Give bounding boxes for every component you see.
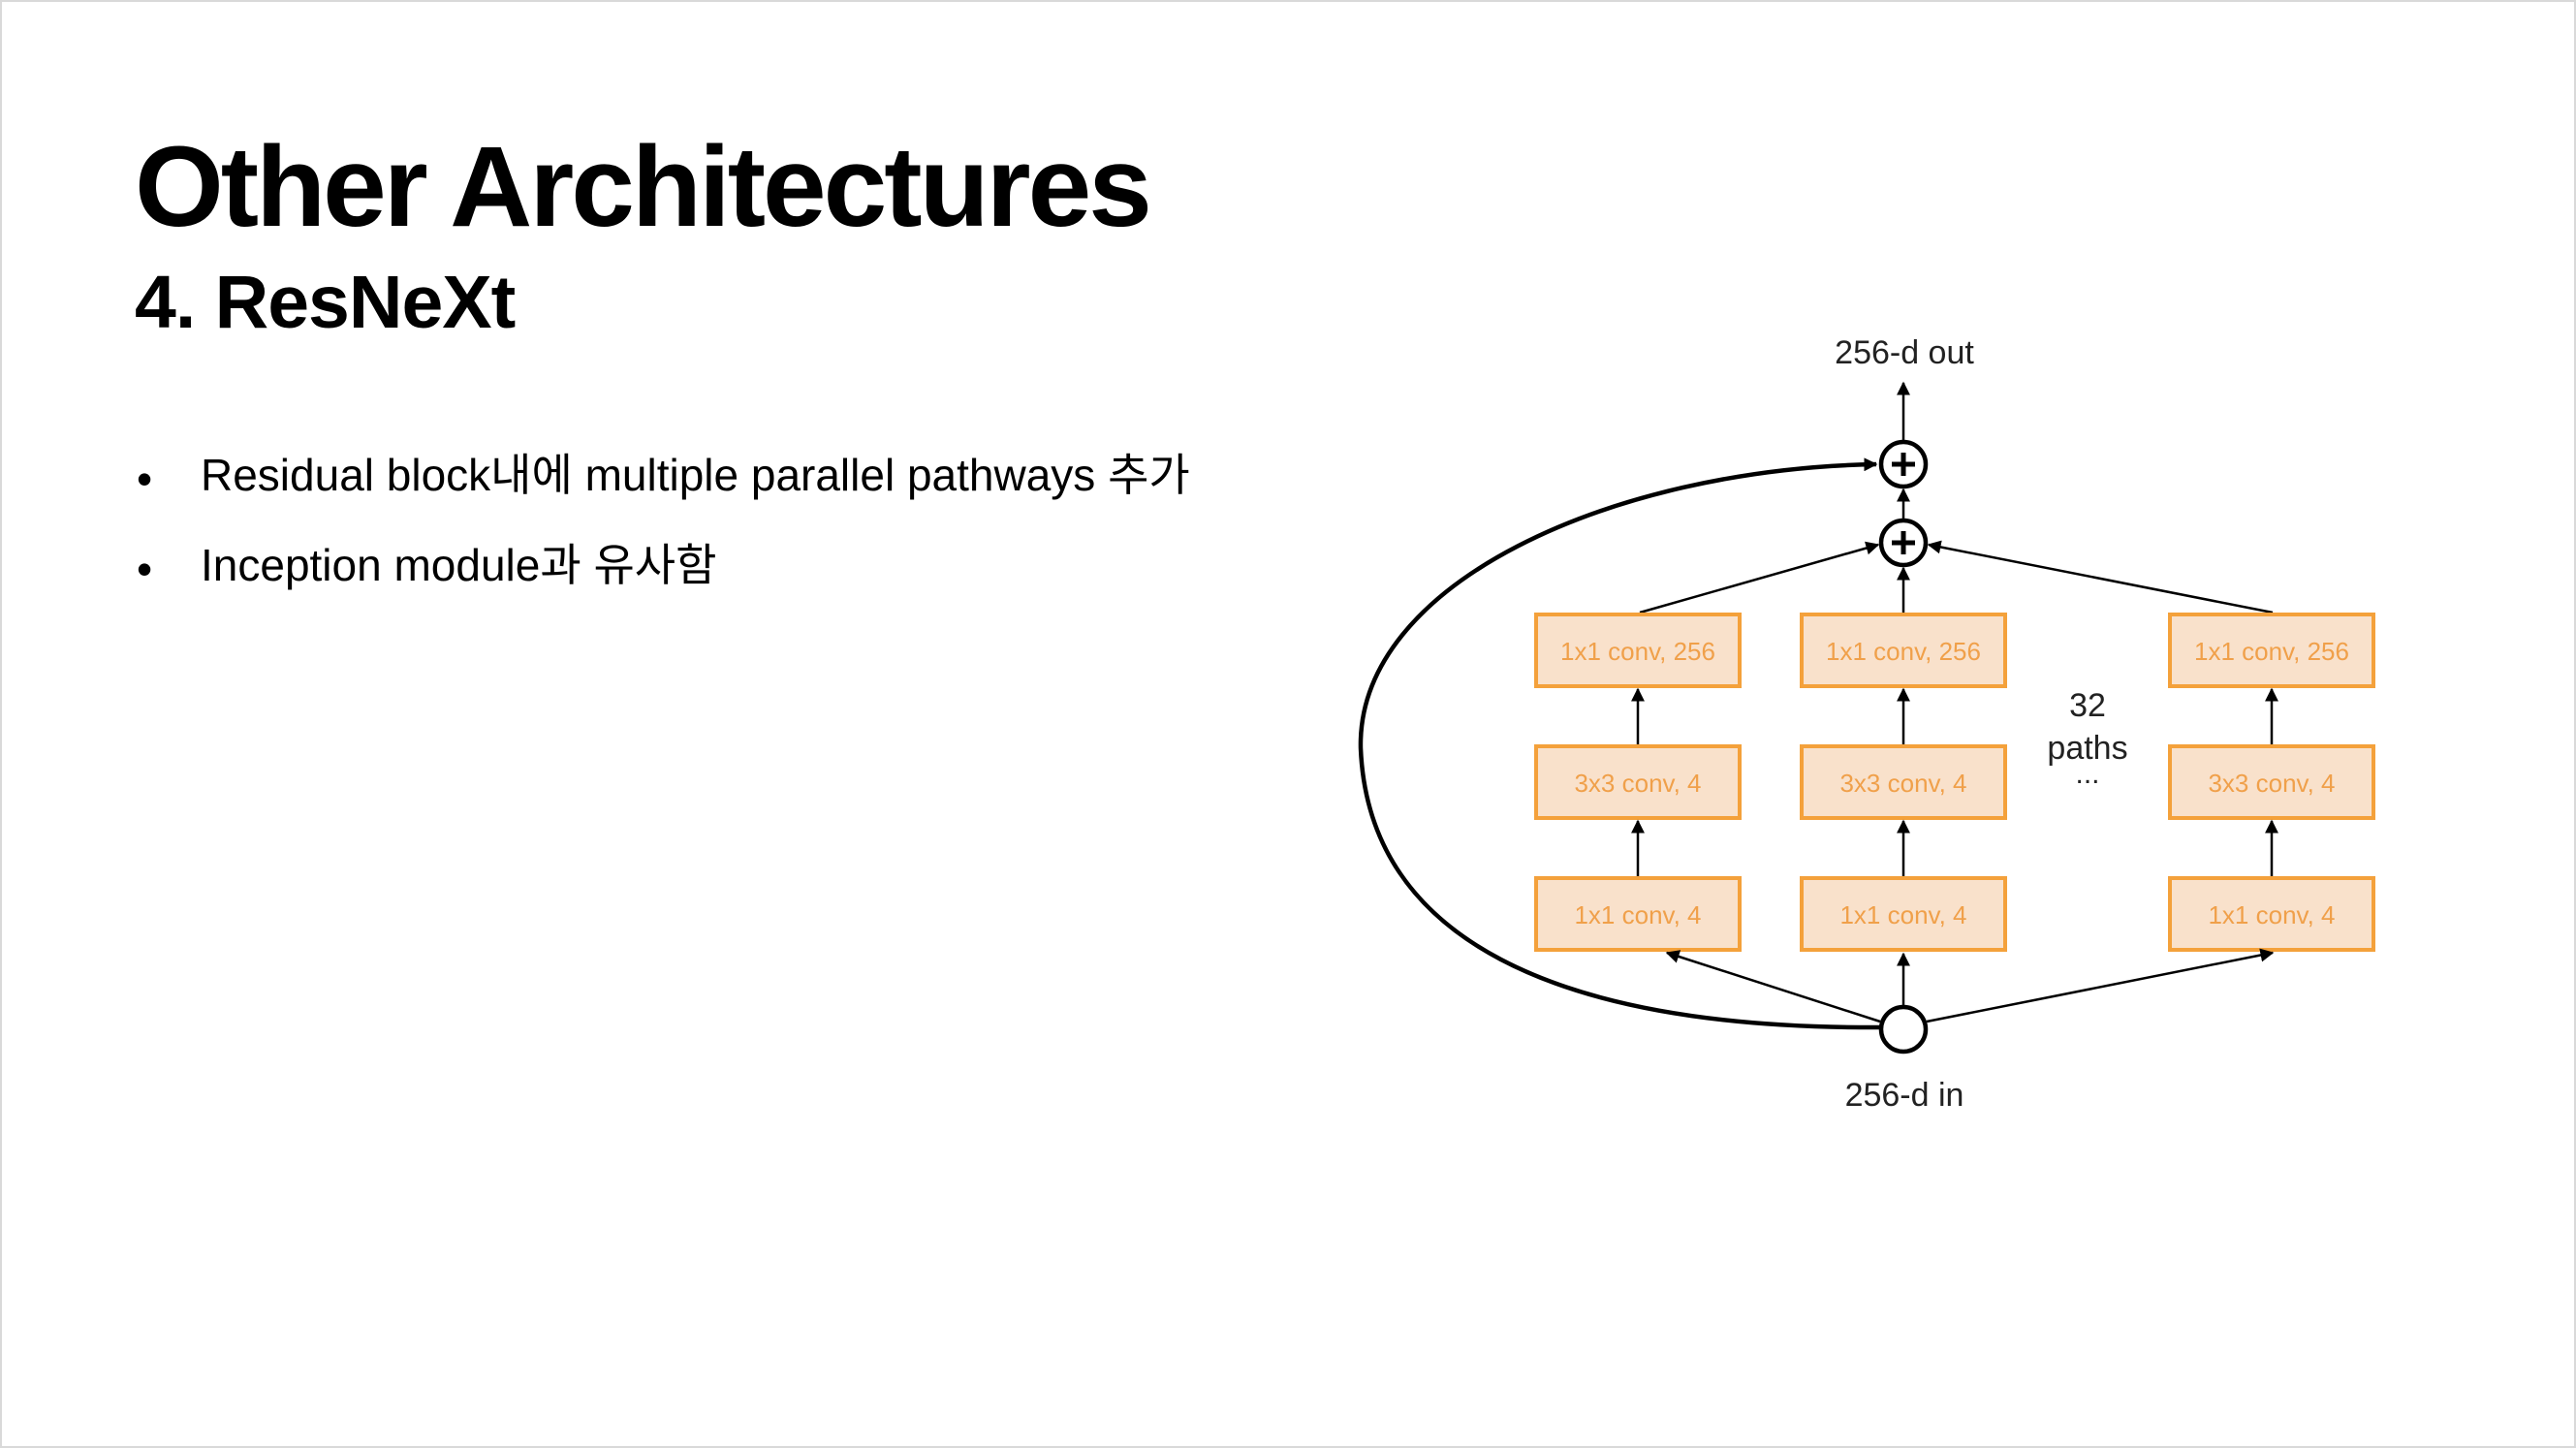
- input-node: [1878, 1004, 1929, 1055]
- conv-box: [1800, 744, 2007, 820]
- conv-box: [1534, 744, 1742, 820]
- path-column-2: 1x1 conv, 256 3x3 conv, 4 1x1 conv, 4: [1800, 613, 2007, 952]
- bullet-text: Residual block내에 multiple parallel pathw…: [201, 450, 1190, 500]
- input-label: 256-d in: [1845, 1077, 1964, 1114]
- conv-box-label: 1x1 conv, 4: [2208, 900, 2335, 929]
- conv-box-label: 1x1 conv, 256: [1826, 637, 1981, 666]
- path-column-1: 1x1 conv, 256 3x3 conv, 4 1x1 conv, 4: [1534, 613, 1742, 952]
- skip-connection-line: [1358, 457, 1883, 1030]
- slide-subtitle: 4. ResNeXt: [135, 261, 516, 344]
- conv-box-label: 1x1 conv, 256: [1560, 637, 1715, 666]
- aggregate-add-node: [1878, 518, 1929, 568]
- bullet-item: • Inception module과 유사함: [135, 543, 1190, 633]
- conv-box: [1800, 876, 2007, 952]
- residual-add-node: [1878, 439, 1929, 489]
- bullet-list: • Residual block내에 multiple parallel pat…: [135, 453, 1190, 633]
- conv-box-label: 3x3 conv, 4: [2208, 769, 2335, 798]
- bullet-item: • Residual block내에 multiple parallel pat…: [135, 453, 1190, 543]
- conv-box-label: 3x3 conv, 4: [1839, 769, 1966, 798]
- conv-box: [1534, 876, 1742, 952]
- slide-title: Other Architectures: [135, 123, 1152, 251]
- path-merge-arrow: [1639, 541, 1880, 614]
- input-fanout-arrow: [1926, 948, 2275, 1023]
- path-merge-arrow: [1927, 540, 2274, 614]
- path-column-3: 1x1 conv, 256 3x3 conv, 4 1x1 conv, 4: [2168, 613, 2375, 952]
- conv-box-label: 3x3 conv, 4: [1574, 769, 1701, 798]
- conv-box: [1800, 613, 2007, 688]
- paths-ellipsis: ...: [2075, 758, 2099, 790]
- conv-box: [2168, 613, 2375, 688]
- conv-box-label: 1x1 conv, 4: [1574, 900, 1701, 929]
- conv-box: [1534, 613, 1742, 688]
- conv-box-label: 1x1 conv, 256: [2194, 637, 2349, 666]
- conv-box: [2168, 876, 2375, 952]
- bullet-text: Inception module과 유사함: [201, 540, 717, 590]
- paths-count: 32: [2069, 687, 2106, 724]
- bullet-dot-icon: •: [137, 544, 153, 594]
- conv-box-label: 1x1 conv, 4: [1839, 900, 1966, 929]
- input-fanout-arrow: [1665, 950, 1881, 1023]
- bullet-dot-icon: •: [137, 454, 153, 504]
- paths-word: paths: [2047, 730, 2127, 767]
- conv-box: [2168, 744, 2375, 820]
- output-label: 256-d out: [1835, 334, 1974, 371]
